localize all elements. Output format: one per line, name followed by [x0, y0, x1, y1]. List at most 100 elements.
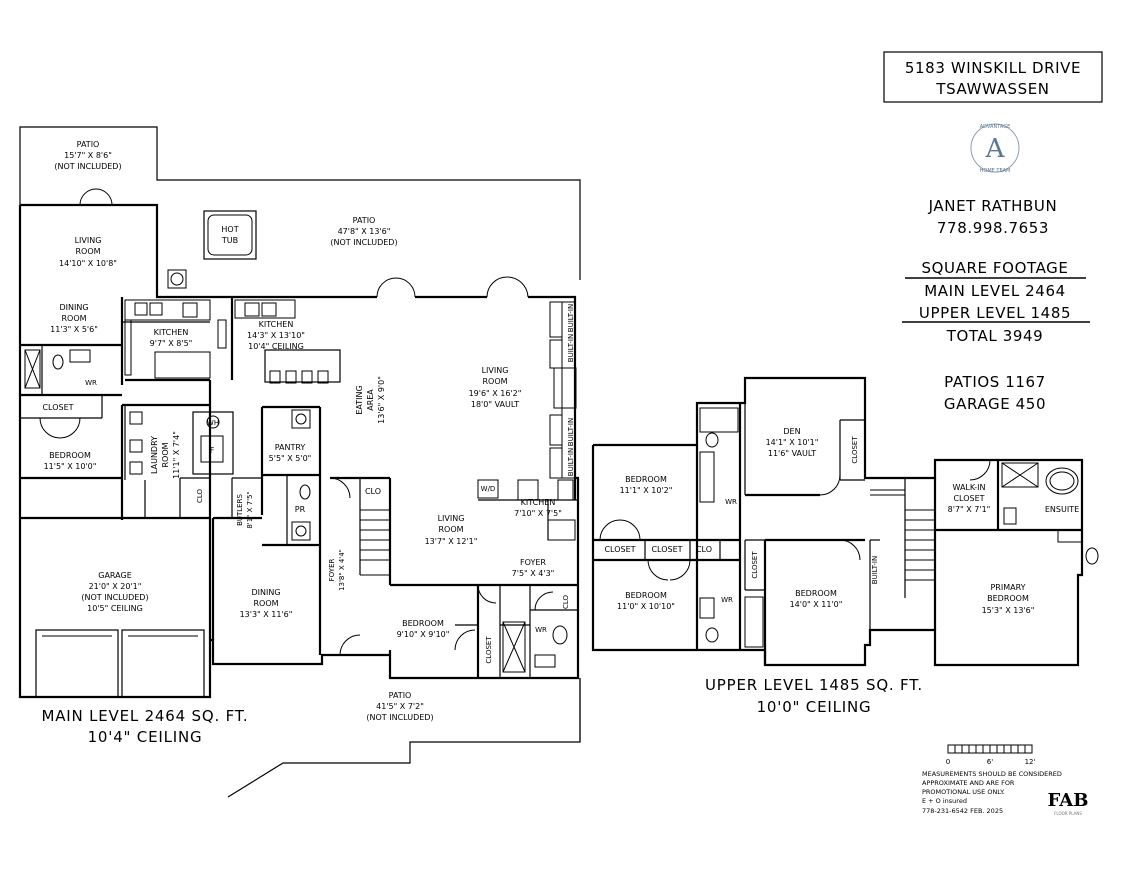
- room-label: CLOSET: [604, 545, 635, 554]
- room-label: 14'0" X 11'0": [790, 600, 843, 609]
- room-label: ROOM: [61, 314, 86, 323]
- agent-name: JANET RATHBUN: [928, 197, 1058, 215]
- room-label: FOYER: [328, 559, 336, 582]
- svg-text:PROMOTIONAL USE ONLY.: PROMOTIONAL USE ONLY.: [922, 788, 1005, 796]
- room-label: DEN: [783, 427, 800, 436]
- room-label: PANTRY: [275, 443, 306, 452]
- main-level-labels: PATIO 15'7" X 8'6" (NOT INCLUDED) LIVING…: [41, 140, 575, 746]
- footage-total: TOTAL 3949: [946, 327, 1044, 345]
- room-label: TUB: [221, 236, 238, 245]
- room-label: BEDROOM: [795, 589, 837, 598]
- svg-text:APPROXIMATE AND ARE FOR: APPROXIMATE AND ARE FOR: [922, 779, 1015, 787]
- room-label: BEDROOM: [49, 451, 91, 460]
- address-line1: 5183 WINSKILL DRIVE: [905, 59, 1081, 77]
- room-label: KITCHEN: [521, 498, 556, 507]
- room-label: 13'6" X 9'0": [377, 376, 386, 424]
- room-label: 19'6" X 16'2": [469, 389, 522, 398]
- room-label: 7'10" X 7'5": [514, 509, 562, 518]
- room-label: LIVING: [438, 514, 465, 523]
- upper-level-plan: [591, 376, 1099, 667]
- address-box: [883, 51, 1103, 103]
- room-label: PATIO: [389, 691, 412, 700]
- upper-level-labels: BEDROOM 11'1" X 10'2" DEN 14'1" X 10'1" …: [604, 427, 1079, 716]
- room-label: F: [210, 446, 215, 455]
- footage-garage: GARAGE 450: [944, 395, 1046, 413]
- address-line2: TSAWWASSEN: [935, 80, 1049, 98]
- room-label: 14'1" X 10'1": [766, 438, 819, 447]
- room-label: 21'0" X 20'1": [89, 582, 142, 591]
- room-label: AREA: [366, 389, 375, 411]
- room-label: 8'1" X 7'5": [246, 491, 254, 528]
- room-label: BUILT-IN: [567, 334, 575, 362]
- room-label: 7'5" X 4'3": [512, 569, 555, 578]
- fab-logo: FAB FLOOR PLANS: [1048, 790, 1089, 816]
- room-label: PR: [295, 505, 306, 514]
- room-label: (NOT INCLUDED): [54, 162, 121, 171]
- footage-upper: UPPER LEVEL 1485: [919, 304, 1071, 322]
- room-label: 9'10" X 9'10": [397, 630, 450, 639]
- room-label: ENSUITE: [1045, 505, 1079, 514]
- room-label: KITCHEN: [259, 320, 294, 329]
- room-label: CLOSET: [485, 636, 493, 664]
- agent-phone: 778.998.7653: [937, 219, 1049, 237]
- room-label: 11'1" X 10'2": [620, 486, 673, 495]
- footage-main: MAIN LEVEL 2464: [924, 282, 1066, 300]
- room-label: 8'7" X 7'1": [948, 505, 991, 514]
- footage-patios: PATIOS 1167: [944, 373, 1046, 391]
- footage-heading: SQUARE FOOTAGE: [922, 259, 1069, 277]
- svg-text:FAB: FAB: [1048, 790, 1089, 811]
- room-label: LAUNDRY: [150, 436, 159, 474]
- room-label: WR: [535, 626, 547, 634]
- room-label: CLO: [696, 545, 712, 554]
- svg-text:FLOOR PLANS: FLOOR PLANS: [1054, 811, 1082, 816]
- advantage-logo: A ADVANTAGE HOME TEAM: [970, 123, 1020, 174]
- room-label: 11'1" X 7'4": [172, 431, 181, 479]
- upper-level-ceiling: 10'0" CEILING: [757, 698, 872, 716]
- room-label: ROOM: [438, 525, 463, 534]
- room-label: 15'7" X 8'6": [64, 151, 112, 160]
- svg-text:ADVANTAGE: ADVANTAGE: [980, 124, 1010, 130]
- room-label: BUILT-IN: [567, 448, 575, 476]
- room-label: ROOM: [482, 377, 507, 386]
- room-label: (NOT INCLUDED): [366, 713, 433, 722]
- room-label: BEDROOM: [987, 594, 1029, 603]
- room-label: CLO: [365, 487, 381, 496]
- room-label: EATING: [355, 385, 364, 414]
- room-label: CLOSET: [751, 551, 759, 579]
- room-label: 11'0" X 10'10": [617, 602, 675, 611]
- room-label: LIVING: [482, 366, 509, 375]
- main-level-title: MAIN LEVEL 2464 SQ. FT.: [41, 707, 248, 725]
- room-label: CLOSET: [953, 494, 984, 503]
- room-label: PATIO: [77, 140, 100, 149]
- main-level-plan: [18, 126, 581, 798]
- room-label: CLOSET: [851, 436, 859, 464]
- room-label: BEDROOM: [625, 591, 667, 600]
- room-label: HOT: [221, 225, 238, 234]
- room-label: BUILT-IN: [567, 418, 575, 446]
- room-label: BUILT-IN: [871, 556, 879, 584]
- room-label: 10'5" CEILING: [87, 604, 143, 613]
- room-label: ROOM: [161, 442, 170, 467]
- room-label: DINING: [59, 303, 88, 312]
- room-label: PATIO: [353, 216, 376, 225]
- room-label: 14'10" X 10'8": [59, 259, 117, 268]
- room-label: (NOT INCLUDED): [81, 593, 148, 602]
- disclaimer: MEASUREMENTS SHOULD BE CONSIDERED APPROX…: [922, 770, 1062, 815]
- room-label: 13'8" X 4'4": [338, 549, 346, 591]
- svg-text:A: A: [985, 134, 1006, 164]
- room-label: W/D: [481, 485, 496, 493]
- upper-level-title: UPPER LEVEL 1485 SQ. FT.: [705, 676, 923, 694]
- svg-text:0: 0: [946, 758, 950, 766]
- room-label: 11'3" X 5'6": [50, 325, 98, 334]
- svg-text:MEASUREMENTS SHOULD BE CONSIDE: MEASUREMENTS SHOULD BE CONSIDERED: [922, 770, 1062, 778]
- svg-text:6': 6': [987, 758, 993, 766]
- room-label: 41'5" X 7'2": [376, 702, 424, 711]
- room-label: WALK-IN: [952, 483, 985, 492]
- room-label: CLOSET: [651, 545, 682, 554]
- room-label: BEDROOM: [402, 619, 444, 628]
- room-label: BEDROOM: [625, 475, 667, 484]
- svg-text:E + O insured: E + O insured: [922, 797, 967, 805]
- room-label: ROOM: [75, 247, 100, 256]
- room-label: CLOSET: [42, 403, 73, 412]
- room-label: ROOM: [253, 599, 278, 608]
